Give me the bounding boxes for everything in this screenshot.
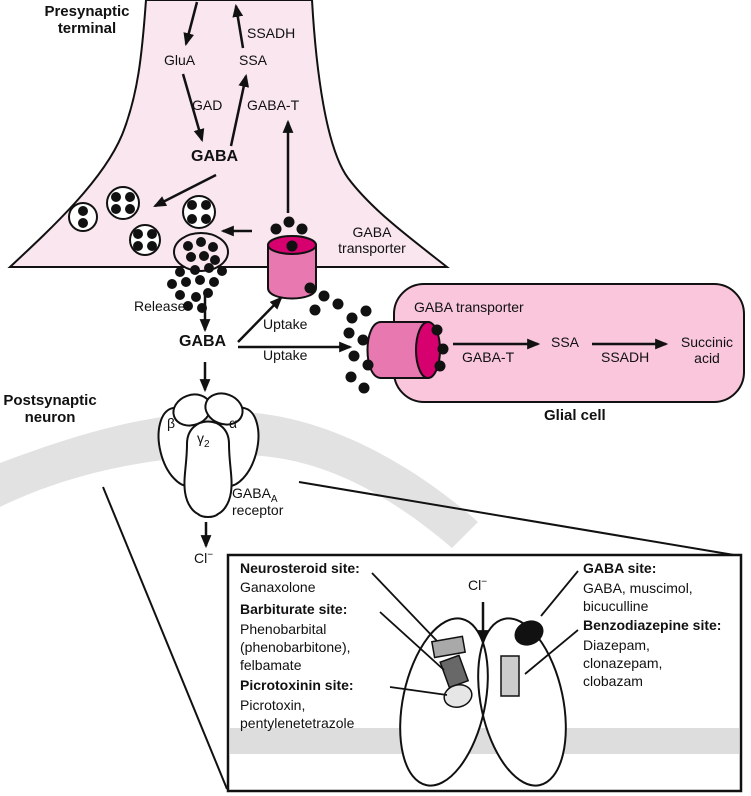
glial-gaba-transporter bbox=[343, 305, 449, 394]
gabaa-receptor-shape bbox=[157, 392, 260, 518]
glial-ssadh-label: SSADH bbox=[601, 349, 650, 365]
alpha-subunit-label: α bbox=[229, 415, 238, 431]
barbiturate-site-title: Barbiturate site: bbox=[240, 601, 348, 617]
benzodiazepine-site-drugs: Diazepam, clonazepam, clobazam bbox=[583, 637, 663, 689]
glua-label: GluA bbox=[164, 52, 196, 68]
magnifier-line-left bbox=[102, 486, 228, 790]
gamma-subunit-label: γ2 bbox=[197, 430, 210, 450]
ssa-presynaptic-label: SSA bbox=[239, 52, 268, 68]
gaba-synapse-label: GABA bbox=[179, 333, 227, 350]
neurosteroid-site-drugs: Ganaxolone bbox=[240, 579, 316, 595]
succinic-acid-label: Succinic acid bbox=[680, 334, 734, 366]
presynaptic-transporter-label: GABA transporter bbox=[338, 224, 406, 256]
beta-subunit-label: β bbox=[167, 415, 176, 431]
picrotoxinin-site-drugs: Picrotoxin, pentylenetetrazole bbox=[240, 697, 355, 731]
glial-transporter-label: GABA transporter bbox=[414, 299, 524, 315]
presynaptic-gaba-transporter bbox=[267, 216, 344, 316]
inset-subunit-left bbox=[399, 617, 489, 787]
glial-gaba-t-label: GABA-T bbox=[462, 349, 515, 365]
glial-cell-label: Glial cell bbox=[544, 407, 606, 424]
chloride-label: Cl− bbox=[194, 549, 214, 566]
uptake-presynaptic-label: Uptake bbox=[263, 316, 308, 332]
gaba-site-title: GABA site: bbox=[583, 560, 657, 576]
barbiturate-site-drugs: Phenobarbital (phenobarbitone), felbamat… bbox=[240, 621, 351, 673]
benzodiazepine-site-title: Benzodiazepine site: bbox=[583, 617, 722, 633]
release-label: Release bbox=[134, 298, 186, 314]
neurosteroid-site-marker bbox=[430, 635, 467, 659]
inset-chloride-label: Cl− bbox=[468, 576, 488, 593]
gaba-site-drugs: GABA, muscimol, bicuculline bbox=[583, 580, 693, 614]
glial-ssa-label: SSA bbox=[551, 334, 580, 350]
uptake-glial-label: Uptake bbox=[263, 347, 308, 363]
magnifier-line-right bbox=[298, 481, 741, 557]
flow-arrows bbox=[153, 1, 669, 549]
gaba-presynaptic-label: GABA bbox=[191, 148, 239, 165]
ssadh-presynaptic-label: SSADH bbox=[247, 25, 296, 41]
postsynaptic-neuron-label: Postsynaptic neuron bbox=[3, 392, 97, 426]
inset-subunit-right bbox=[477, 617, 567, 787]
vesicle-gaba-dots bbox=[78, 192, 220, 265]
postsynaptic-membrane bbox=[0, 411, 478, 548]
gabaa-receptor-label: GABAA receptor bbox=[232, 485, 284, 518]
inset-connector-lines bbox=[371, 570, 579, 696]
inset-box bbox=[226, 553, 743, 793]
inset-membrane-band bbox=[230, 728, 739, 754]
gaba-t-presynaptic-label: GABA-T bbox=[247, 97, 300, 113]
gad-label: GAD bbox=[192, 97, 223, 113]
picrotoxinin-site-marker bbox=[443, 684, 473, 708]
neurosteroid-site-title: Neurosteroid site: bbox=[240, 560, 360, 576]
picrotoxinin-site-title: Picrotoxinin site: bbox=[240, 677, 354, 693]
gaba-site-marker bbox=[514, 620, 544, 646]
presynaptic-terminal-label: Presynaptic terminal bbox=[44, 3, 130, 37]
benzodiazepine-site-marker bbox=[500, 655, 520, 697]
